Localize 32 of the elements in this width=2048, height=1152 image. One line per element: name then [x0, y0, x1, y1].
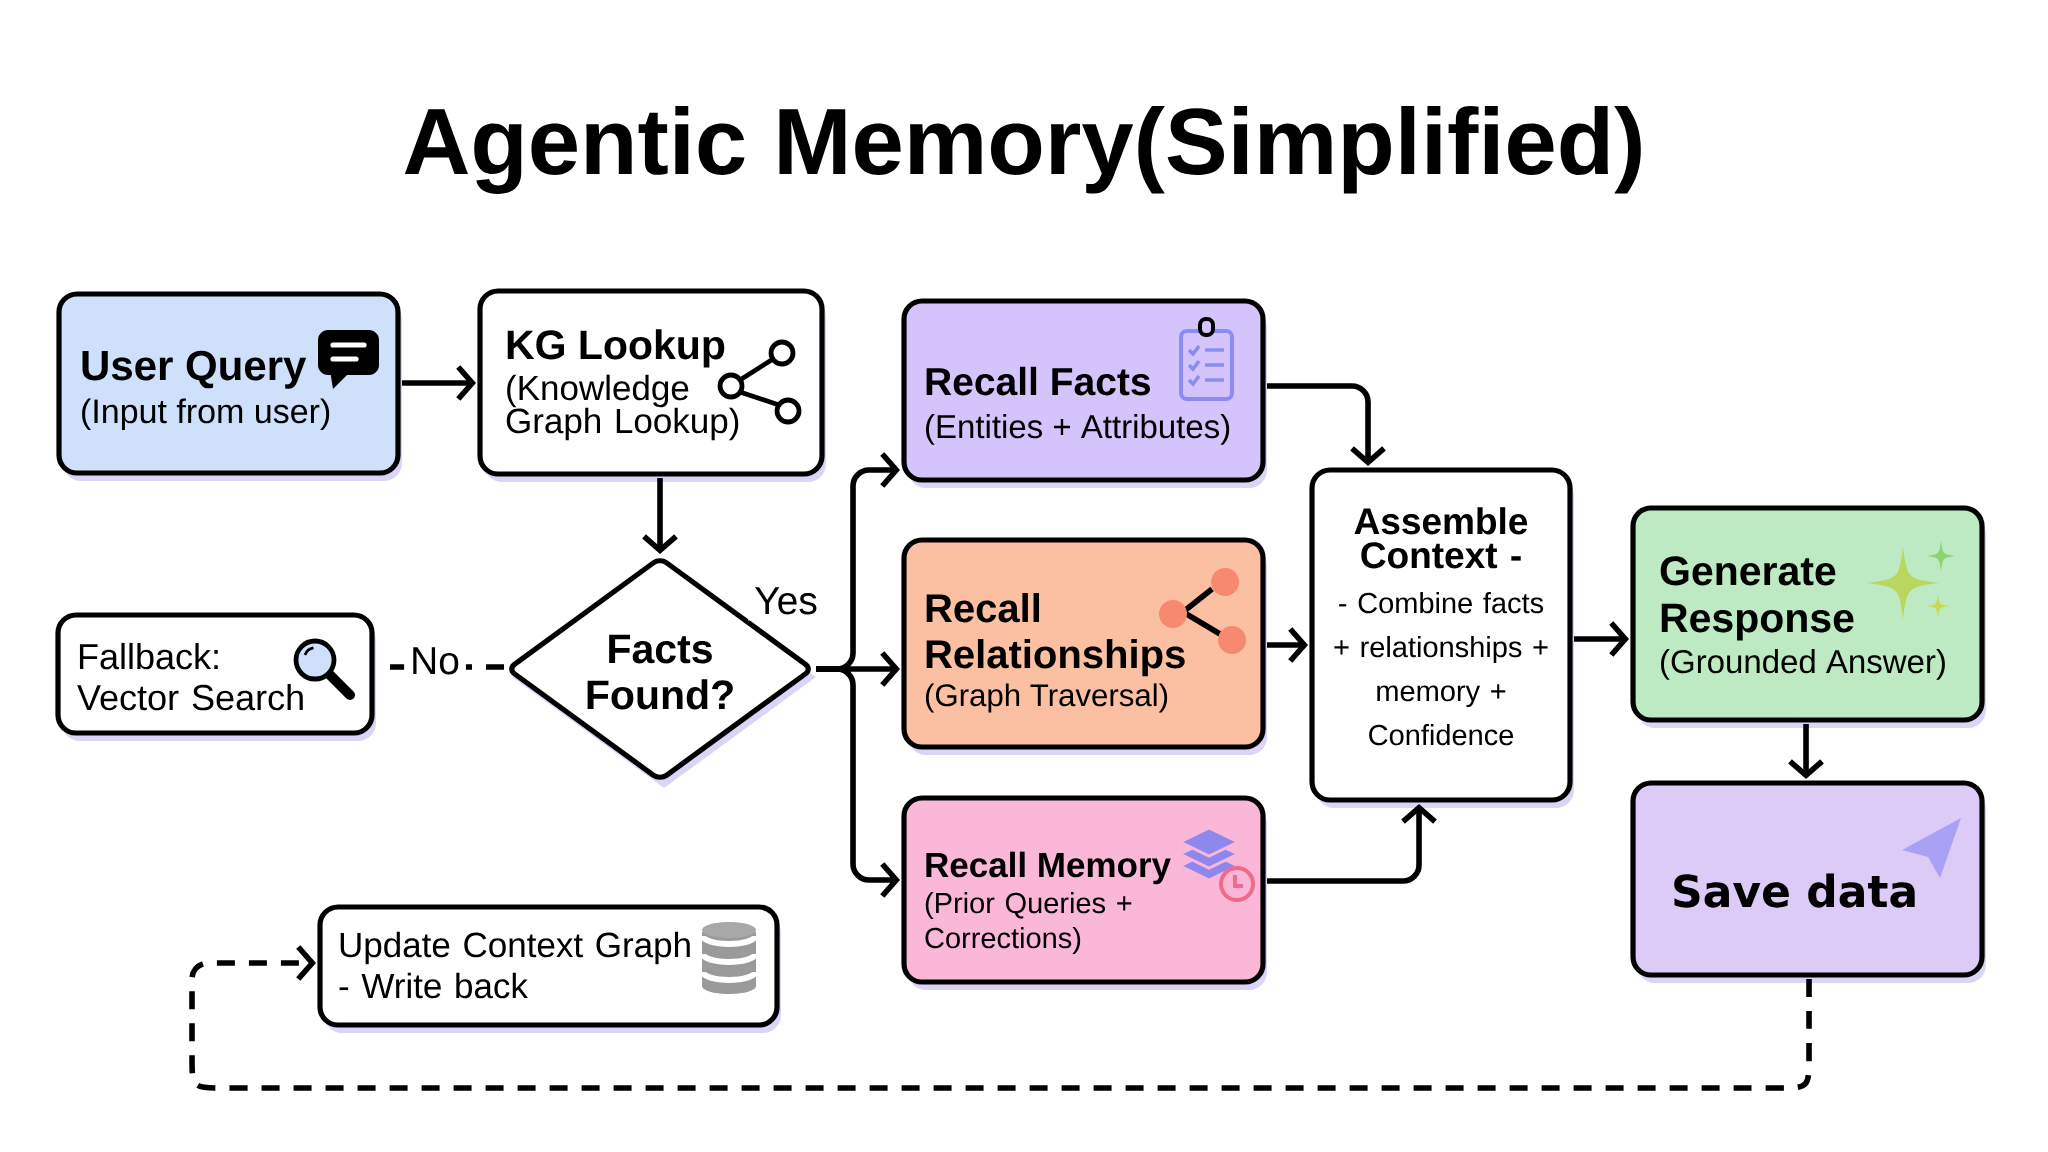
process-box	[477, 288, 826, 482]
box-description: - Combine facts + relationships + memory + Confidence	[1334, 592, 1548, 746]
box-description: (Entities + Attributes)	[926, 414, 1230, 445]
diagram-title: Agentic Memory(Simplified)	[404, 105, 1641, 194]
box-heading: Recall Memory	[926, 851, 1171, 885]
box-heading: KG Lookup	[507, 329, 725, 368]
diamond-label: Facts Found?	[587, 634, 733, 710]
box-label: Fallback: Vector Search	[77, 642, 303, 711]
process-box	[55, 612, 376, 741]
process-box	[317, 904, 781, 1033]
box-heading: Recall Relationships	[926, 593, 1185, 677]
box-label: Update Context Graph - Write back	[339, 931, 690, 999]
decision-diamond	[509, 558, 816, 788]
box-heading: Assemble Context -	[1354, 507, 1528, 569]
edge-label: No	[404, 641, 466, 681]
process-box	[901, 298, 1267, 488]
edge-label: Yes	[748, 581, 824, 621]
box-heading: User Query	[82, 350, 307, 389]
process-box	[56, 291, 402, 481]
box-description: (Input from user)	[82, 398, 330, 431]
box-description: (Knowledge Graph Lookup)	[506, 374, 739, 441]
box-description: (Grounded Answer)	[1661, 649, 1945, 680]
box-label: Save data	[1674, 873, 1915, 908]
box-description: (Graph Traversal)	[925, 683, 1168, 713]
process-box	[901, 795, 1267, 990]
box-heading: Generate Response	[1660, 556, 1854, 641]
process-box	[1630, 780, 1987, 983]
box-heading: Recall Facts	[926, 366, 1150, 396]
process-box	[901, 537, 1267, 755]
box-description: (Prior Queries + Corrections)	[925, 892, 1132, 955]
process-box	[1630, 505, 1987, 728]
process-box	[1309, 467, 1574, 808]
